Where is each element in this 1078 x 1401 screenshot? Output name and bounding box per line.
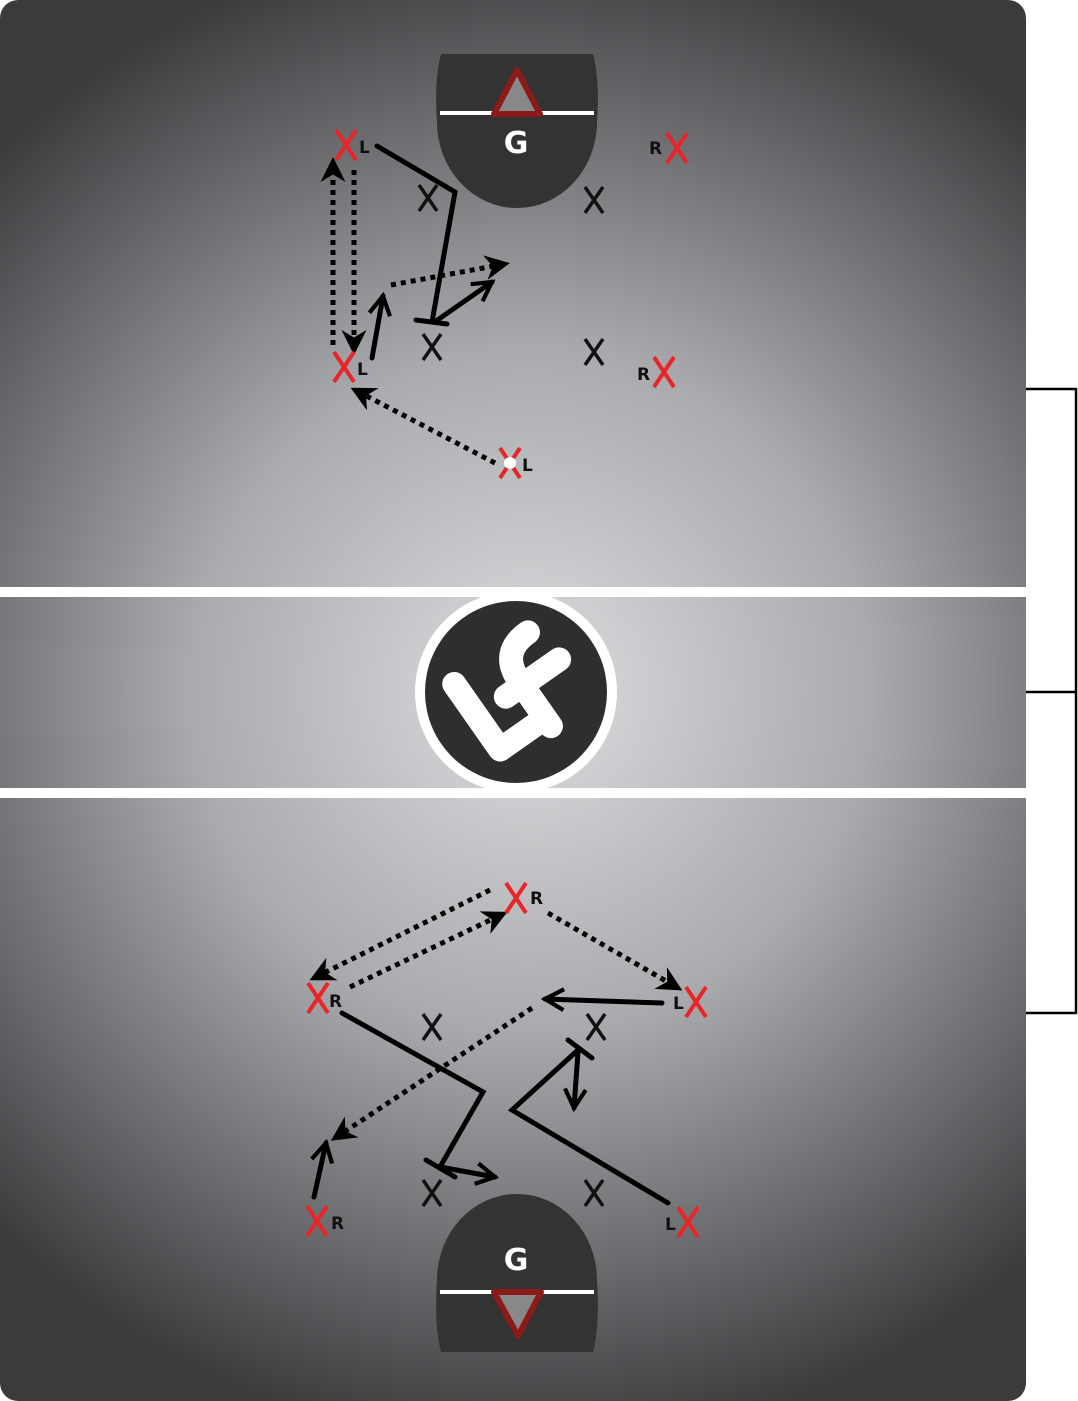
bottom-goal-crease: G — [436, 1194, 598, 1352]
attacker-hand-label: L — [357, 360, 368, 380]
attacker-icon — [305, 1204, 329, 1238]
top-play-paths — [320, 143, 510, 466]
substitution-box — [1026, 387, 1078, 1015]
ball-icon — [504, 457, 516, 469]
attacker-hand-label: L — [673, 994, 684, 1014]
goalie-label: G — [504, 126, 529, 161]
defender-icon — [421, 1179, 443, 1207]
defender-icon — [421, 1013, 443, 1041]
attacker-hand-label: L — [665, 1215, 676, 1235]
attacker-icon — [334, 128, 358, 162]
attacker-hand-label: L — [522, 456, 533, 476]
defender-icon — [583, 186, 605, 214]
defenders — [417, 184, 607, 1207]
attacker-icon — [652, 355, 676, 389]
bottom-play-paths — [309, 887, 683, 1206]
top-attackers: L R L L R — [332, 128, 689, 480]
attacker-icon — [504, 881, 528, 915]
defender-icon — [583, 338, 605, 366]
attacker-hand-label: R — [329, 992, 342, 1012]
attacker-icon — [665, 131, 689, 165]
defender-icon — [421, 333, 443, 361]
midfield-line-bottom — [0, 788, 1026, 798]
attacker-hand-label: R — [649, 139, 662, 159]
goalie-label: G — [504, 1243, 529, 1278]
attacker-hand-label: R — [331, 1214, 344, 1234]
attacker-icon — [332, 350, 356, 384]
attacker-hand-label: L — [359, 138, 370, 158]
attacker-hand-label: R — [530, 889, 543, 909]
center-logo — [415, 591, 617, 793]
top-goal-crease: G — [436, 54, 598, 208]
defender-icon — [585, 1013, 607, 1041]
goal-net-icon — [491, 1289, 544, 1339]
attacker-icon — [306, 981, 330, 1015]
attacker-icon — [676, 1205, 700, 1239]
goal-net-icon — [491, 67, 543, 117]
attacker-icon — [684, 985, 708, 1019]
defender-icon — [583, 1179, 605, 1207]
bottom-attackers: R R L R L — [305, 881, 708, 1239]
defender-icon — [417, 184, 439, 212]
attacker-hand-label: R — [637, 365, 650, 385]
